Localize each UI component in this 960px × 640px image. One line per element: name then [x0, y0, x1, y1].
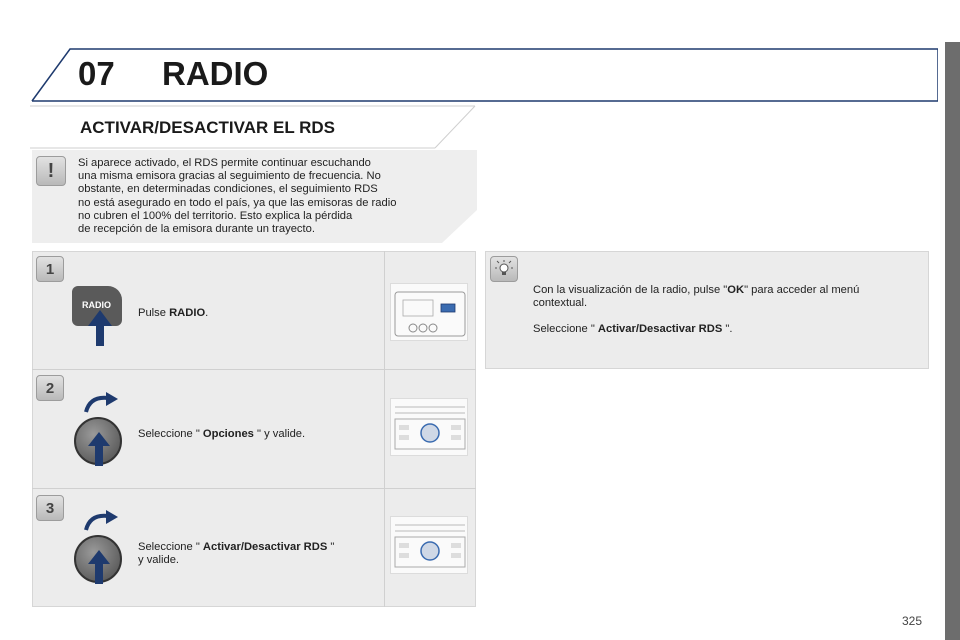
- steps-divider-2: [32, 488, 476, 489]
- step-number-badge: 2: [36, 375, 64, 401]
- chapter-number: 07: [78, 55, 115, 92]
- lightbulb-icon: [495, 260, 513, 275]
- header-frame: [31, 48, 938, 102]
- step-3-text: Seleccione " Activar/Desactivar RDS " y …: [138, 541, 335, 566]
- tip-lightbulb-icon: [490, 256, 518, 282]
- control-panel-thumbnail: [390, 516, 468, 574]
- rotate-arrow-icon: [84, 510, 118, 531]
- chapter-header: 07 RADIO: [30, 47, 938, 102]
- section-title: ACTIVAR/DESACTIVAR EL RDS: [80, 118, 336, 137]
- radio-key-label: RADIO: [82, 300, 111, 310]
- section-title-frame: [30, 105, 476, 149]
- tip-panel: [485, 251, 929, 369]
- radio-unit-thumbnail: [390, 283, 468, 341]
- control-panel-thumbnail: [390, 398, 468, 456]
- step-number-badge: 1: [36, 256, 64, 282]
- step-2-text: Seleccione " Opciones " y valide.: [138, 428, 306, 440]
- tip-text-2: Seleccione " Activar/Desactivar RDS ".: [533, 323, 733, 335]
- control-panel-drawing: [394, 406, 466, 450]
- steps-divider-vertical: [384, 251, 385, 607]
- tip-text-1: Con la visualización de la radio, pulse …: [533, 284, 860, 309]
- steps-divider-1: [32, 369, 476, 370]
- step-number-badge: 3: [36, 495, 64, 521]
- press-arrow-icon: [88, 310, 112, 346]
- chapter-title: RADIO: [162, 55, 269, 92]
- warning-text: Si aparece activado, el RDS permite cont…: [78, 157, 397, 236]
- page-edge-bar: [945, 42, 960, 640]
- page-number: 325: [901, 614, 922, 628]
- warning-panel: [32, 150, 477, 243]
- warning-icon: !: [36, 156, 66, 186]
- step-1-text: Pulse RADIO.: [138, 307, 209, 319]
- press-arrow-icon: [88, 550, 110, 584]
- rotate-arrow-icon: [84, 392, 118, 413]
- press-arrow-icon: [88, 432, 110, 466]
- control-panel-drawing: [394, 524, 466, 568]
- radio-unit-drawing: [394, 291, 466, 337]
